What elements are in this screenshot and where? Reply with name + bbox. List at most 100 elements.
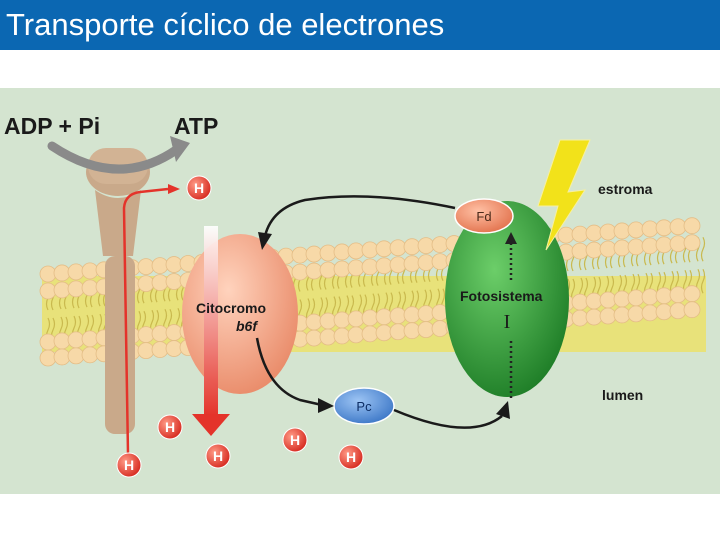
- lipid-head: [39, 349, 57, 367]
- fotosistema-label: Fotosistema: [460, 288, 543, 304]
- lipid-head: [53, 264, 71, 282]
- lipid-head: [417, 254, 435, 272]
- lipid-head: [655, 236, 673, 254]
- lipid-head: [333, 327, 351, 345]
- lipid-head: [347, 326, 365, 344]
- lipid-head: [557, 226, 575, 244]
- proton-icon: H: [157, 414, 183, 440]
- lipid-head: [151, 257, 169, 275]
- estroma-label: estroma: [598, 181, 653, 197]
- fd-ferredoxin: [454, 198, 514, 234]
- lipid-tail: [700, 236, 706, 262]
- lipid-head: [627, 305, 645, 323]
- lipid-head: [403, 322, 421, 340]
- lipid-head: [291, 263, 309, 281]
- lipid-head: [53, 348, 71, 366]
- lipid-head: [81, 279, 99, 297]
- lipid-head: [585, 241, 603, 259]
- lipid-head: [53, 332, 71, 350]
- lipid-head: [389, 307, 407, 325]
- lipid-head: [403, 255, 421, 273]
- lipid-head: [669, 286, 687, 304]
- lipid-head: [389, 323, 407, 341]
- lipid-head: [53, 281, 71, 299]
- lipid-head: [151, 341, 169, 359]
- lipid-head: [655, 303, 673, 321]
- lipid-head: [151, 274, 169, 292]
- lipid-head: [305, 262, 323, 280]
- photosystem-i: [445, 201, 569, 397]
- lipid-head: [137, 342, 155, 360]
- lipid-head: [585, 292, 603, 310]
- diagram-panel: H H H H H H ADP + Pi ATP estroma lumen F…: [0, 88, 720, 494]
- b6f-label: b6f: [236, 318, 258, 334]
- title-bar: Transporte cíclico de electrones: [0, 0, 720, 50]
- lipid-head: [571, 293, 589, 311]
- lumen-label: lumen: [602, 387, 643, 403]
- lipid-tail: [700, 268, 706, 294]
- lipid-head: [655, 287, 673, 305]
- lipid-head: [599, 291, 617, 309]
- lipid-head: [305, 245, 323, 263]
- lipid-head: [81, 346, 99, 364]
- lipid-head: [67, 347, 85, 365]
- proton-path-arrow: [122, 184, 180, 455]
- lipid-head: [347, 242, 365, 260]
- lipid-head: [683, 301, 701, 319]
- proton-label: H: [124, 457, 134, 473]
- lipid-head: [361, 258, 379, 276]
- proton-icon: H: [282, 427, 308, 453]
- lipid-head: [641, 288, 659, 306]
- adp-pi-label: ADP + Pi: [4, 113, 100, 139]
- electron-flow-arrows: [255, 195, 510, 429]
- curved-arrow-icon: [47, 136, 190, 174]
- lipid-head: [361, 309, 379, 327]
- proton-label: H: [165, 419, 175, 435]
- proton-icon-upper: H: [186, 175, 212, 201]
- lipid-head: [641, 220, 659, 238]
- lipid-head: [39, 265, 57, 283]
- internal-electron-path: [505, 232, 517, 398]
- lipid-head: [417, 305, 435, 323]
- lipid-head: [389, 256, 407, 274]
- lipid-head: [333, 243, 351, 261]
- lipid-head: [361, 325, 379, 343]
- lipid-head: [165, 340, 183, 357]
- lipid-head: [389, 239, 407, 257]
- lipid-head: [613, 222, 631, 240]
- lipid-head: [333, 260, 351, 278]
- lipid-head: [571, 242, 589, 260]
- lipid-head: [571, 309, 589, 327]
- proton-icon: H: [116, 452, 142, 478]
- lipid-head: [613, 239, 631, 257]
- lipid-head: [81, 262, 99, 280]
- lipid-head: [39, 333, 57, 351]
- lipid-head: [67, 263, 85, 281]
- lipid-head: [403, 238, 421, 256]
- lipid-head: [347, 310, 365, 328]
- lipid-head: [347, 259, 365, 277]
- lipid-head: [305, 329, 323, 347]
- lipid-head: [627, 289, 645, 307]
- lipid-head: [333, 311, 351, 329]
- lipid-head: [361, 241, 379, 259]
- lipid-head: [431, 320, 449, 338]
- lipid-head: [585, 308, 603, 326]
- lipid-head: [683, 217, 701, 235]
- lipid-head: [137, 326, 155, 344]
- proton-label: H: [290, 432, 300, 448]
- lipid-head: [613, 290, 631, 308]
- lipid-head: [319, 312, 337, 330]
- lipid-head: [599, 240, 617, 258]
- lipid-head: [641, 304, 659, 322]
- lipid-head: [375, 257, 393, 275]
- lipid-head: [151, 325, 169, 343]
- lipid-head: [375, 324, 393, 342]
- cyclic-electron-transport-diagram: H H H H H H ADP + Pi ATP estroma lumen F…: [4, 113, 706, 478]
- lipid-head: [655, 219, 673, 237]
- lipid-head: [137, 275, 155, 293]
- proton-label: H: [194, 180, 204, 196]
- lipid-head: [599, 307, 617, 325]
- lipid-head: [641, 237, 659, 255]
- lipid-head: [67, 331, 85, 349]
